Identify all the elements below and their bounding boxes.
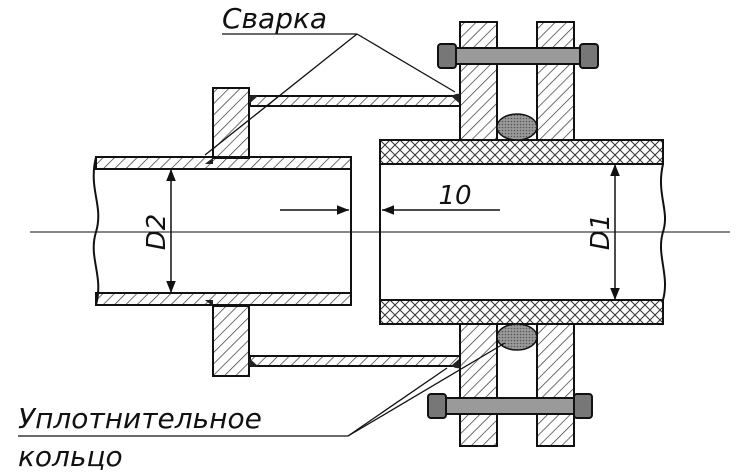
flange-left (459, 21, 498, 447)
weld-beads (205, 93, 460, 369)
d2-label: D2 (142, 214, 172, 251)
seal-ring-top (496, 113, 538, 141)
weld-label: Сварка (222, 2, 327, 35)
flange-right (536, 21, 575, 447)
dimension-d1: D1 (586, 164, 620, 300)
end-ring (212, 87, 250, 377)
weld-leaders (204, 33, 456, 156)
seal-label-line1: Уплотнительное (18, 402, 262, 435)
bolt-top (437, 43, 599, 69)
gap-label: 10 (438, 181, 471, 211)
seal-leaders (18, 342, 506, 437)
seal-ring-bottom (496, 323, 538, 351)
inner-pipe (92, 156, 352, 306)
seal-label-line2: кольцо (18, 440, 123, 473)
dimension-d2: D2 (142, 169, 176, 293)
bolt-bottom (427, 393, 593, 419)
d1-label: D1 (586, 214, 616, 251)
coupling-sleeve (249, 95, 461, 367)
